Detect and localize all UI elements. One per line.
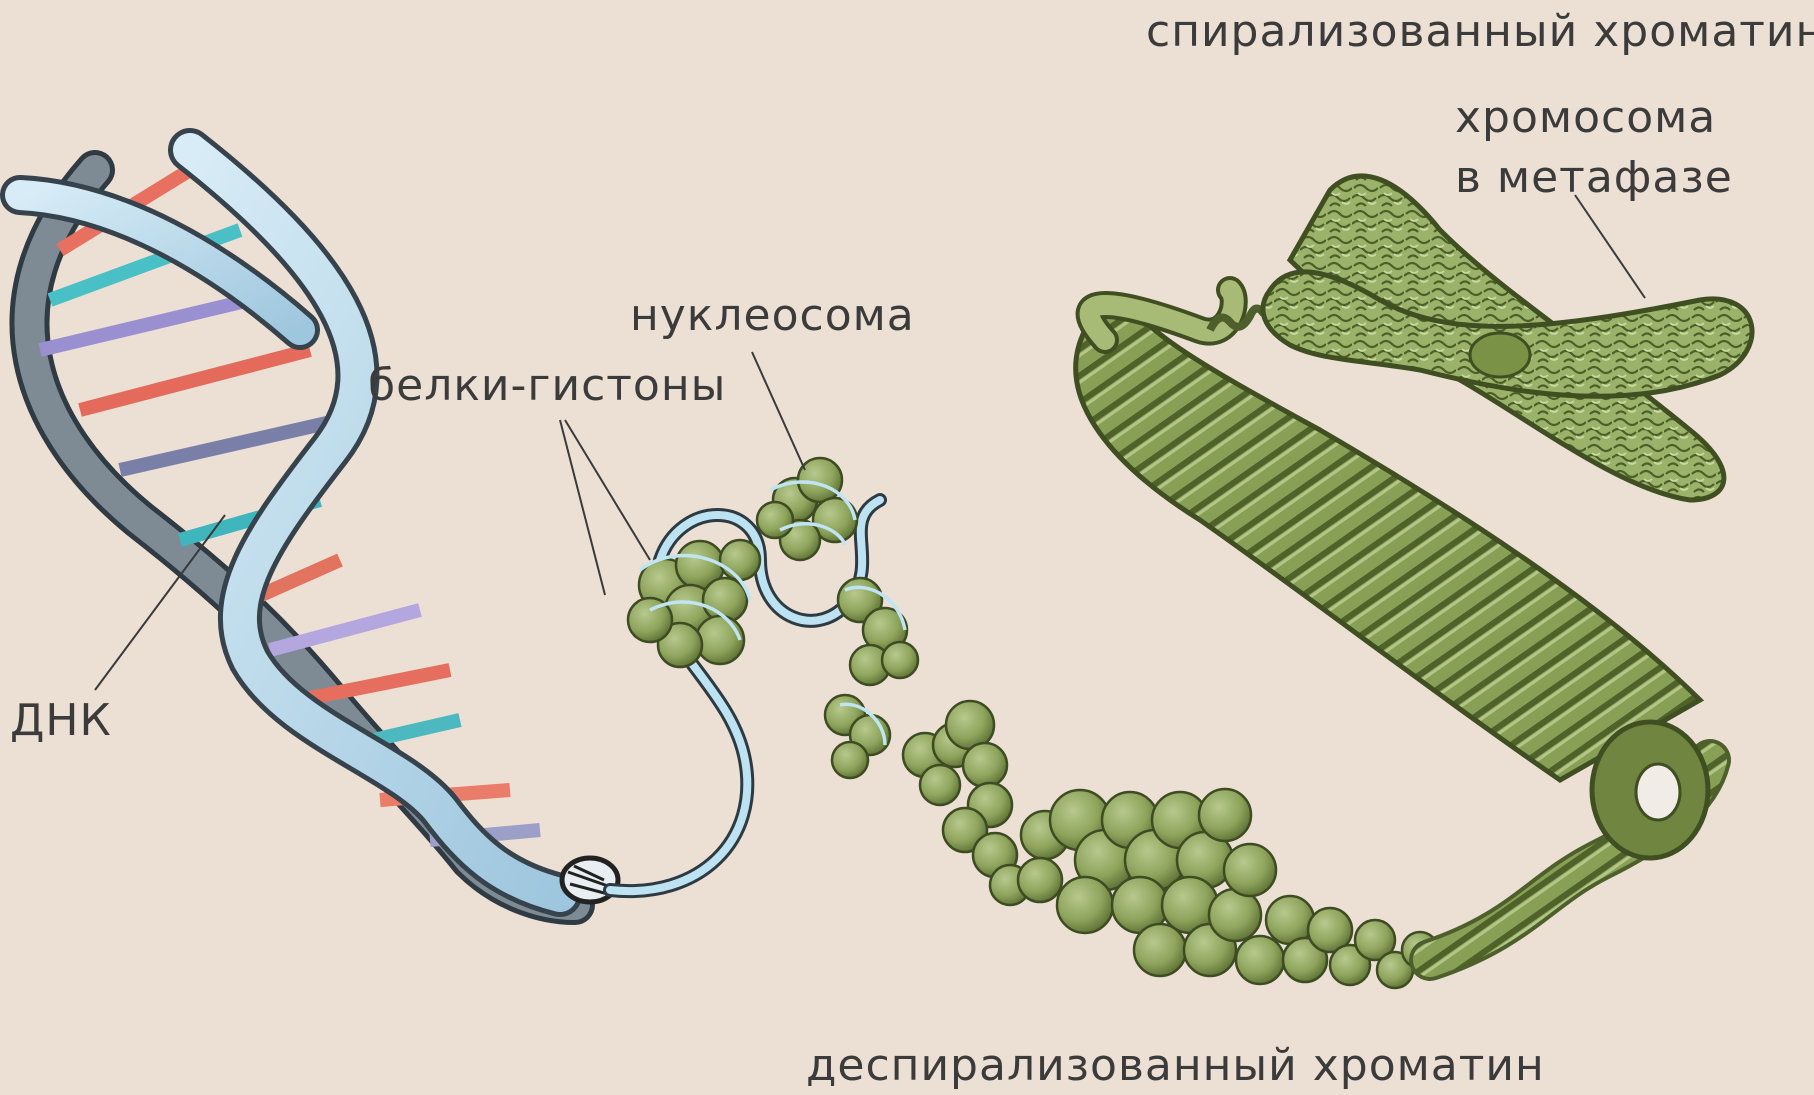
nucleosome-leader — [752, 352, 805, 470]
label-chromosome-line2: в метафазе — [1455, 152, 1733, 205]
label-chromosome-line1: хромосома — [1455, 92, 1716, 145]
chromatin-fibre-beads — [1050, 789, 1438, 988]
label-dna: ДНК — [10, 695, 112, 748]
label-spiral-chromatin: спирализованный хроматин — [1146, 6, 1814, 59]
label-nucleosome: нуклеосома — [630, 290, 915, 343]
label-histone-proteins: белки-гистоны — [368, 360, 726, 413]
dna-helix — [20, 150, 618, 905]
chromosome-leader — [1575, 195, 1645, 298]
histone-leader-1 — [560, 420, 605, 595]
label-despiral-chromatin: деспирализованный хроматин — [806, 1040, 1545, 1093]
